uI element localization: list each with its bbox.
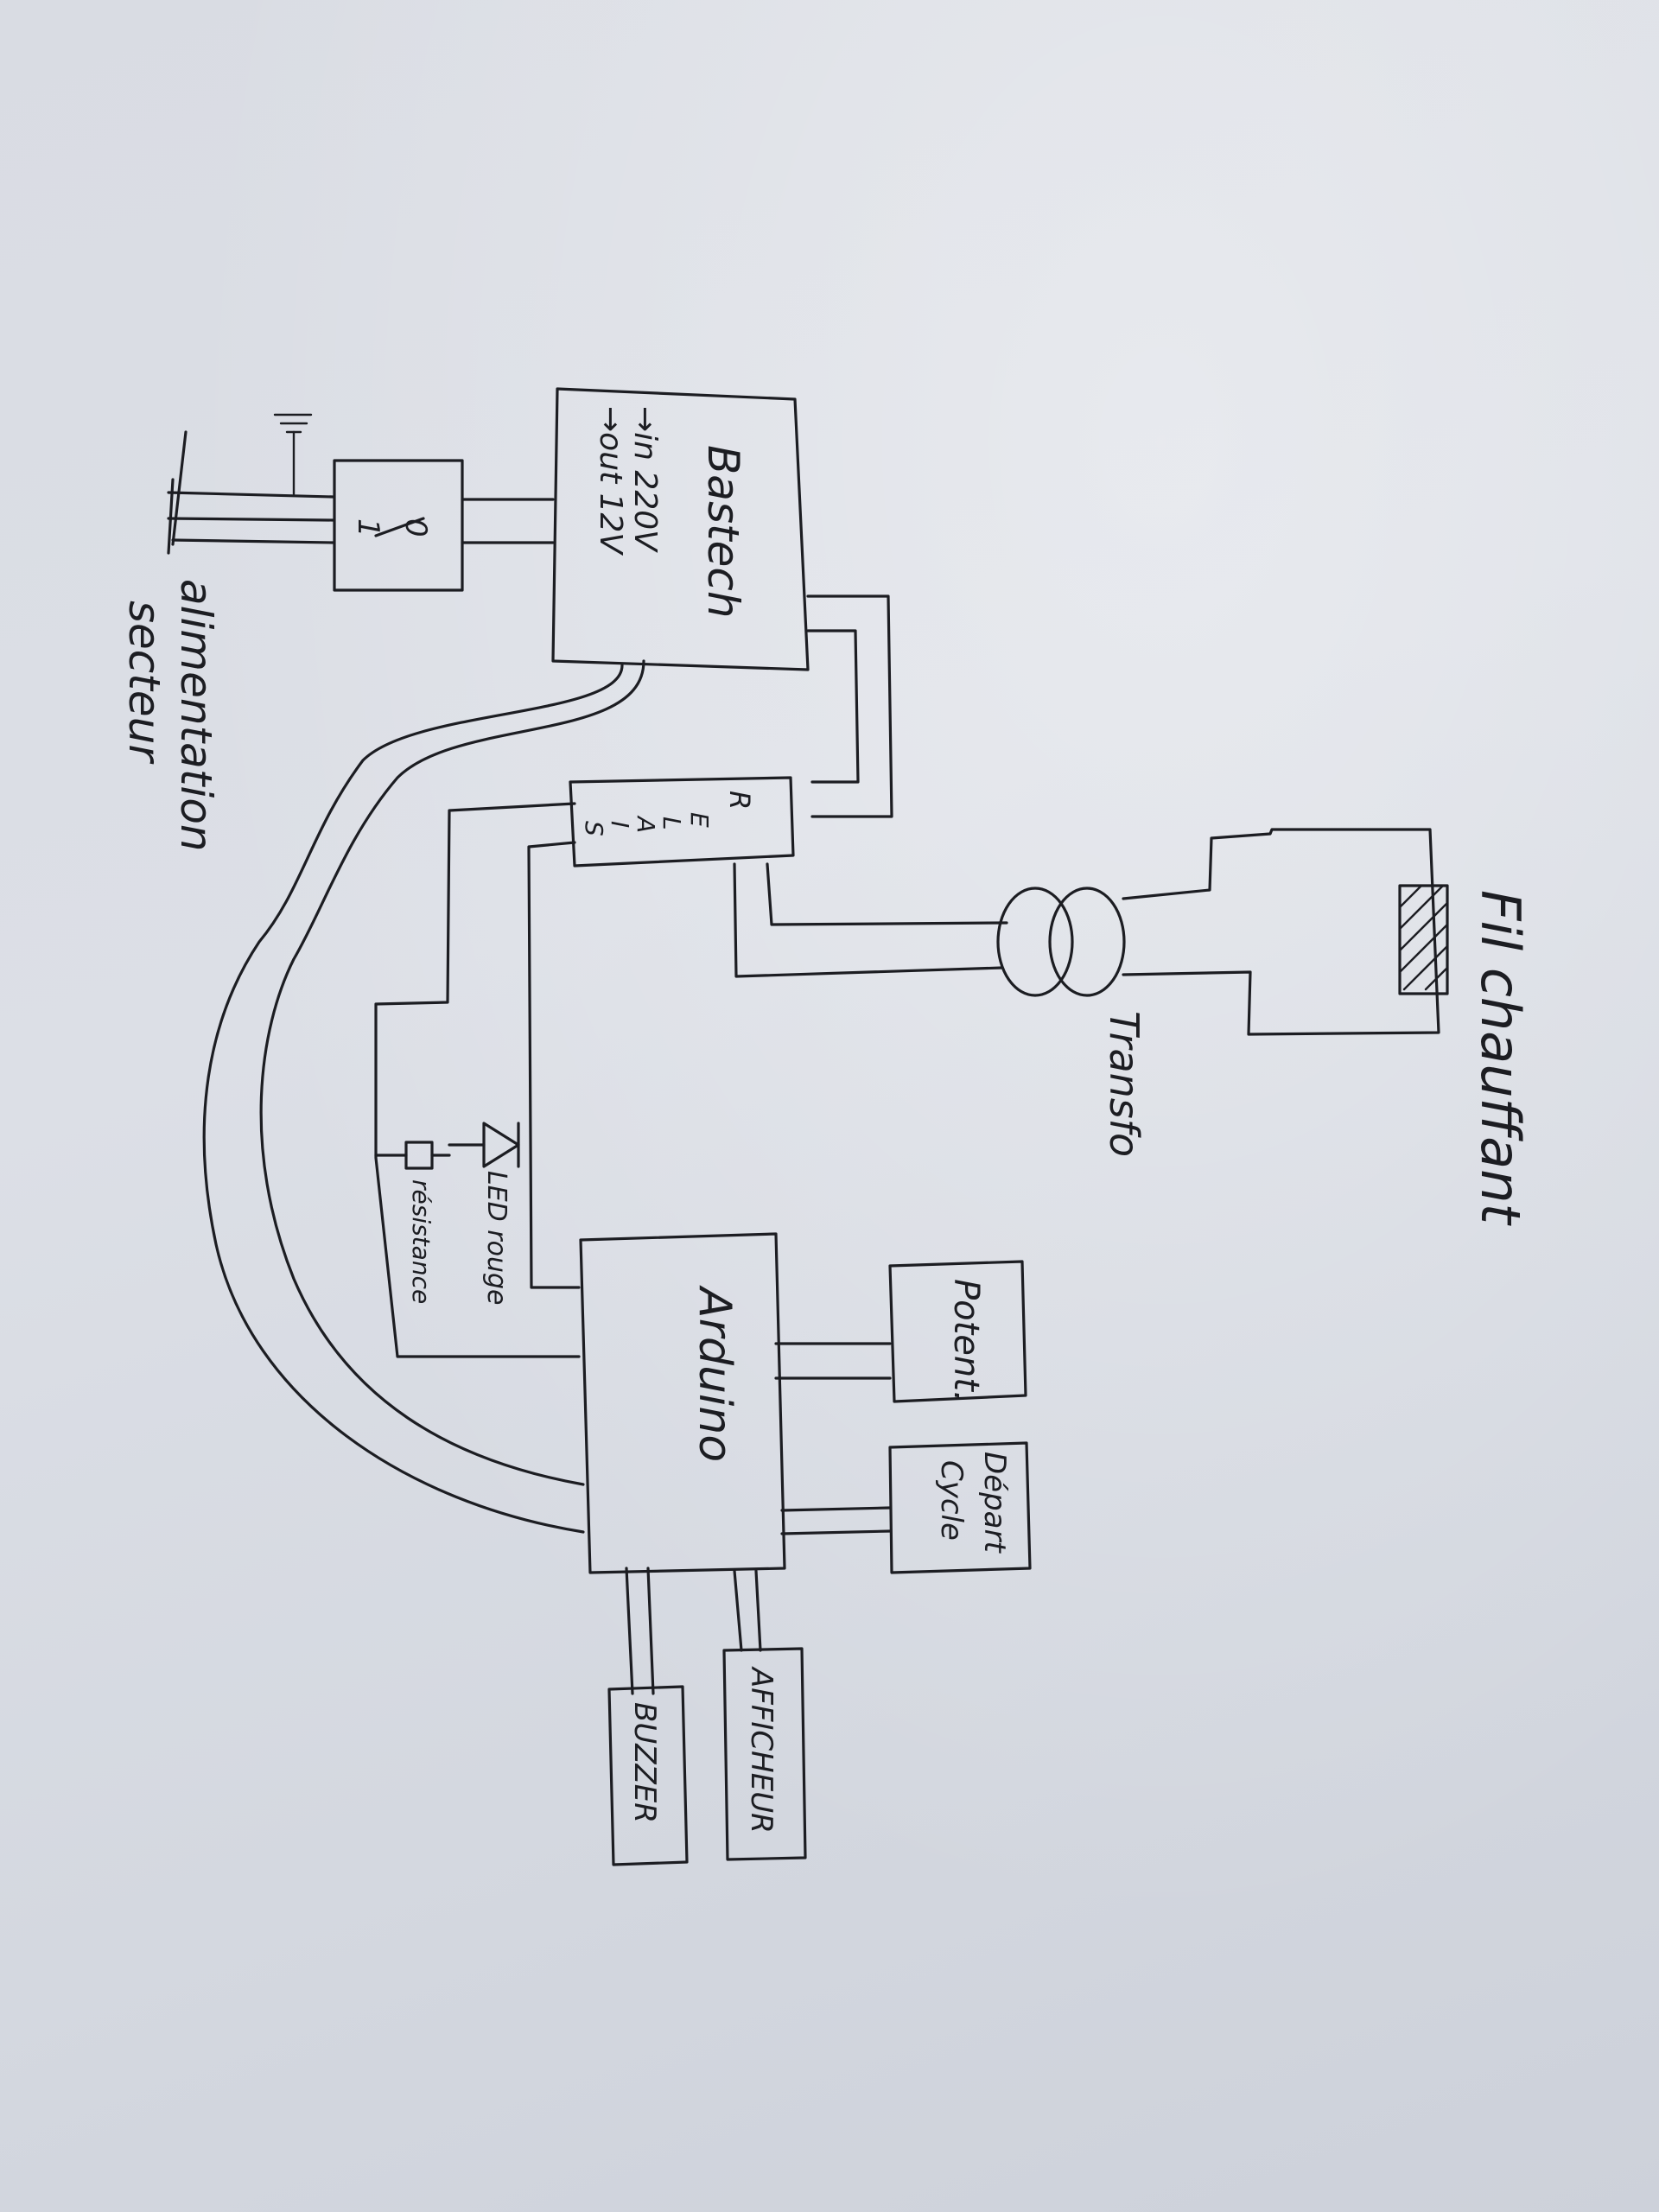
relay-letter-a: A xyxy=(632,815,660,833)
heater-element: Fil chauffant xyxy=(1398,884,1532,1227)
start-cycle-button: Départ Cycle xyxy=(888,1441,1032,1574)
psu-relay-wires xyxy=(806,594,893,818)
arduino-display-wires xyxy=(733,1569,762,1652)
arduino-buzzer-wires xyxy=(625,1567,655,1695)
start-label-line2: Cycle xyxy=(934,1460,969,1541)
power-supply-title: Bastech xyxy=(698,445,748,619)
led-label: LED rouge xyxy=(481,1171,512,1306)
display-block: AFFICHEUR xyxy=(722,1647,807,1861)
switch-bottom-label: 1 xyxy=(351,518,385,537)
power-supply-in: →in 220V xyxy=(627,406,663,553)
transformer-label: Transfo xyxy=(1101,1011,1147,1157)
resistor-symbol: résistance xyxy=(374,1141,451,1304)
relay-led-wires xyxy=(374,802,581,1358)
resistor-label: résistance xyxy=(407,1179,435,1304)
switch-psu-wires xyxy=(461,498,555,544)
relay-block: R E L A I S xyxy=(569,776,795,868)
relay-letter-s: S xyxy=(580,821,608,836)
mains-label-line2: secteur xyxy=(119,601,169,765)
display-label: AFFICHEUR xyxy=(744,1666,779,1834)
transformer-heater-wires xyxy=(1122,828,1440,1036)
start-label-line1: Départ xyxy=(977,1452,1012,1554)
relay-letter-l: L xyxy=(658,817,686,830)
relay-letter-r: R xyxy=(723,791,756,810)
switch-box: 0 1 xyxy=(333,459,464,592)
transformer-symbol: Transfo xyxy=(996,887,1147,1157)
potentiometer-label: Potent. xyxy=(946,1279,986,1402)
potentiometer-block: Potent. xyxy=(888,1260,1027,1403)
led-symbol: LED rouge xyxy=(448,1122,520,1306)
relay-letter-i: I xyxy=(606,821,634,828)
arduino-label: Arduino xyxy=(689,1285,741,1462)
power-supply-block: Bastech →in 220V →out 12V xyxy=(551,387,810,671)
power-supply-out: →out 12V xyxy=(593,406,628,556)
arduino-board: Arduino xyxy=(579,1232,786,1574)
ground-icon xyxy=(273,413,313,496)
relay-transformer-wires xyxy=(733,862,1008,978)
buzzer-block: BUZZER xyxy=(607,1685,689,1866)
buzzer-label: BUZZER xyxy=(627,1702,662,1823)
arduino-pot-wires xyxy=(774,1342,892,1380)
switch-top-label: 0 xyxy=(398,518,433,537)
psu-arduino-wires xyxy=(202,659,645,1534)
relay-letter-e: E xyxy=(685,812,714,828)
mains-label: alimentation xyxy=(171,579,221,852)
mains-wires xyxy=(167,430,334,555)
arduino-start-wires xyxy=(780,1506,892,1535)
heater-label: Fil chauffant xyxy=(1469,890,1532,1227)
